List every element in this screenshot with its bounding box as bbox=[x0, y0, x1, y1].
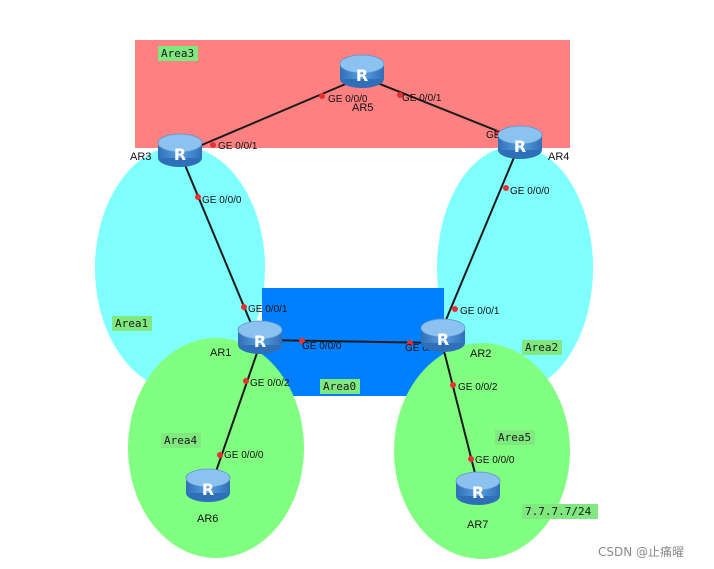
router-name-ar5: AR5 bbox=[352, 102, 373, 114]
port-label-ar5-ge001: GE 0/0/1 bbox=[402, 93, 442, 104]
port-dot-ar7-ge000 bbox=[468, 456, 474, 462]
svg-text:Area4: Area4 bbox=[164, 434, 197, 447]
svg-text:7.7.7.7/24: 7.7.7.7/24 bbox=[525, 505, 592, 518]
router-ar4[interactable]: R bbox=[497, 125, 543, 159]
ar7-address-label: 7.7.7.7/24 bbox=[522, 504, 598, 519]
port-label-ar5-ge000: GE 0/0/0 bbox=[328, 94, 368, 105]
port-label-ar7-ge000: GE 0/0/0 bbox=[475, 455, 515, 466]
port-dot-ar5-ge001 bbox=[397, 92, 403, 98]
port-dots bbox=[195, 92, 509, 462]
link-ar5-ar4 bbox=[369, 79, 521, 141]
router-name-ar2: AR2 bbox=[470, 348, 491, 360]
svg-text:Area3: Area3 bbox=[161, 47, 194, 60]
router-icon-letter: R bbox=[202, 480, 214, 499]
link-ar1-ar6 bbox=[211, 349, 259, 484]
router-ar5[interactable]: R bbox=[339, 54, 385, 88]
port-label-ar3-ge000: GE 0/0/0 bbox=[202, 195, 242, 206]
area0-label: Area0 bbox=[320, 379, 360, 394]
port-dot-ar2-ge001 bbox=[452, 306, 458, 312]
link-ar2-ar7 bbox=[442, 346, 479, 486]
area4-label: Area4 bbox=[161, 433, 201, 448]
router-name-ar6: AR6 bbox=[197, 513, 218, 525]
area4-region bbox=[128, 338, 304, 558]
port-label-ar3-ge001: GE 0/0/1 bbox=[218, 141, 258, 152]
port-label-ar6-ge000: GE 0/0/0 bbox=[224, 450, 264, 461]
router-icon-letter: R bbox=[254, 332, 266, 351]
area5-label: Area5 bbox=[495, 430, 535, 445]
port-dot-ar1-ge001 bbox=[241, 304, 247, 310]
router-ar7[interactable]: R bbox=[455, 471, 501, 505]
port-label-ar4-ge000: GE 0/0/0 bbox=[510, 186, 550, 197]
area2-label: Area2 bbox=[522, 340, 562, 355]
svg-text:Area1: Area1 bbox=[115, 317, 148, 330]
router-name-ar1: AR1 bbox=[210, 347, 231, 359]
router-ar3[interactable]: R bbox=[157, 133, 203, 167]
router-icon-letter: R bbox=[356, 66, 368, 85]
port-dot-ar2-ge002 bbox=[450, 382, 456, 388]
router-name-ar7: AR7 bbox=[467, 519, 488, 531]
port-label-ar1-ge002: GE 0/0/2 bbox=[250, 378, 290, 389]
port-label-ar2-ge001: GE 0/0/1 bbox=[460, 306, 500, 317]
link-ar3-ar5 bbox=[189, 79, 356, 151]
router-icon-letter: R bbox=[174, 145, 186, 164]
port-label-ar1-ge001: GE 0/0/1 bbox=[248, 304, 288, 315]
port-label-ar2-ge000: GE 0/0/0 bbox=[405, 343, 445, 354]
port-dot-ar1-ge002 bbox=[243, 378, 249, 384]
port-label-ar2-ge002: GE 0/0/2 bbox=[458, 382, 498, 393]
link-ar4-ar2 bbox=[442, 154, 516, 328]
port-dot-ar2-ge000 bbox=[407, 340, 413, 346]
router-ar6[interactable]: R bbox=[185, 468, 231, 502]
port-label-ar1-ge000: GE 0/0/0 bbox=[302, 341, 342, 352]
watermark: CSDN @止痛曜 bbox=[598, 544, 684, 559]
port-dot-ar6-ge000 bbox=[217, 452, 223, 458]
area2-region bbox=[437, 146, 593, 390]
links bbox=[184, 79, 521, 486]
router-ar1[interactable]: R bbox=[237, 320, 283, 354]
svg-text:Area2: Area2 bbox=[525, 341, 558, 354]
router-icon-letter: R bbox=[514, 137, 526, 156]
svg-text:Area0: Area0 bbox=[323, 380, 356, 393]
router-icon-letter: R bbox=[472, 483, 484, 502]
port-dot-ar4-ge000 bbox=[503, 185, 509, 191]
svg-text:Area5: Area5 bbox=[498, 431, 531, 444]
router-name-ar3: AR3 bbox=[130, 151, 151, 163]
port-dot-ar1-ge000 bbox=[299, 338, 305, 344]
area1-label: Area1 bbox=[112, 316, 152, 331]
router-ar2[interactable]: R bbox=[420, 318, 466, 352]
port-dot-ar3-ge001 bbox=[210, 142, 216, 148]
router-icon-letter: R bbox=[437, 330, 449, 349]
area3-label: Area3 bbox=[158, 46, 198, 61]
router-name-ar4: AR4 bbox=[548, 151, 569, 163]
port-dot-ar5-ge000 bbox=[319, 93, 325, 99]
port-dot-ar3-ge000 bbox=[195, 194, 201, 200]
